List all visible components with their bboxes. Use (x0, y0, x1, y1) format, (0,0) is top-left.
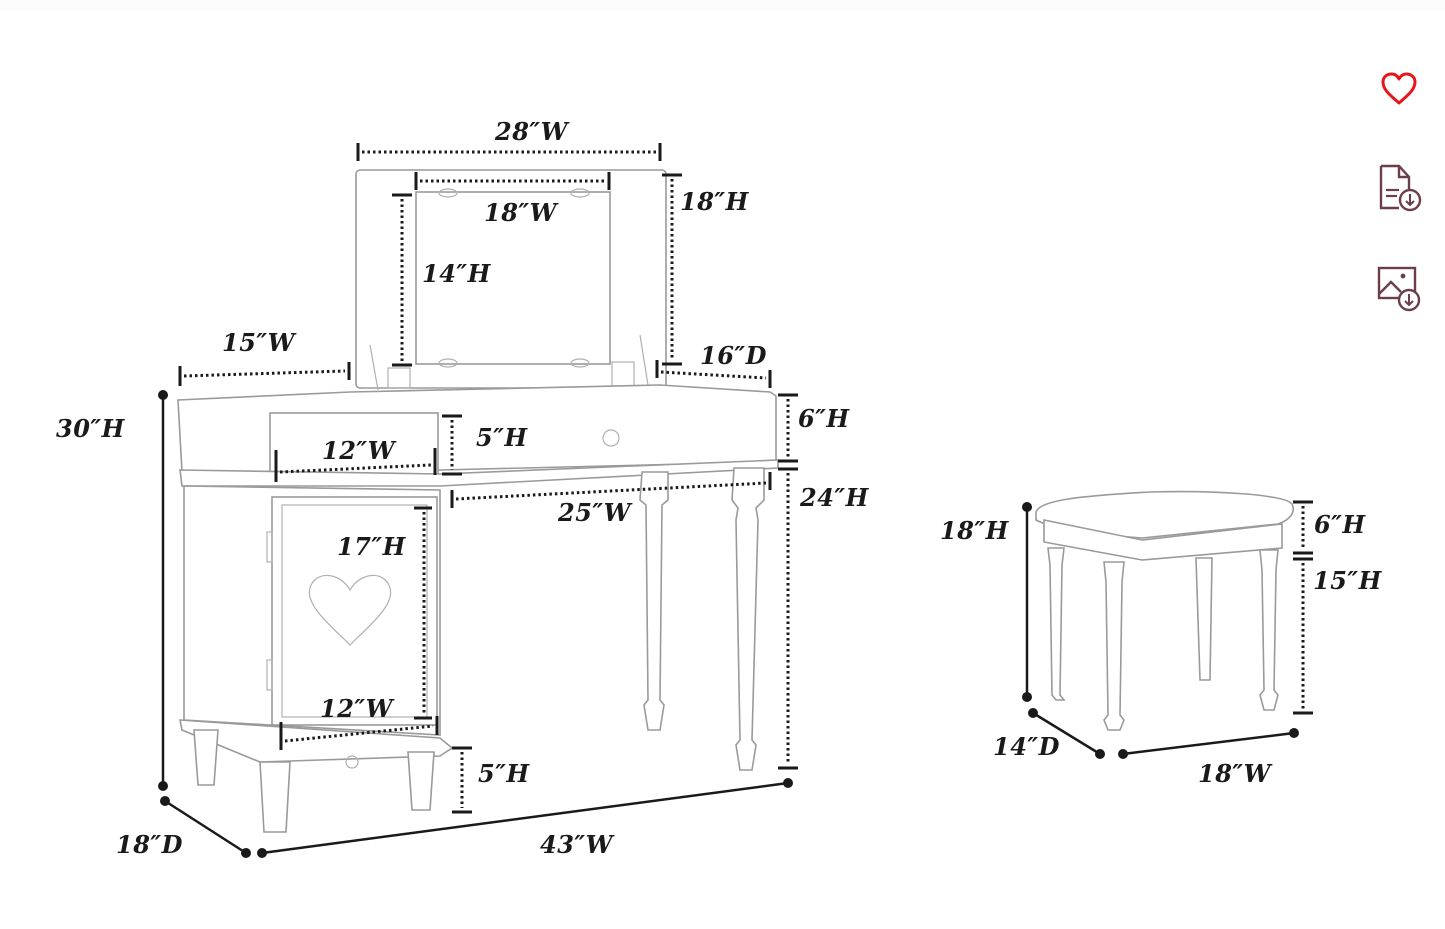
download-spec-sheet-button[interactable] (1375, 164, 1423, 212)
label-door-width: 12″W (320, 694, 394, 723)
label-mirror-frame-width: 28″W (495, 117, 569, 146)
label-top-depth: 16″D (700, 341, 767, 370)
label-mirror-width: 18″W (484, 198, 558, 227)
label-stool-leg-height: 15″H (1313, 566, 1382, 595)
label-leg-height: 24″H (800, 483, 869, 512)
download-image-button[interactable] (1375, 264, 1423, 312)
label-overall-width: 43″W (540, 830, 614, 859)
favorite-button[interactable] (1375, 65, 1423, 113)
label-foot-height: 5″H (478, 759, 530, 788)
label-drawer-height: 5″H (476, 423, 528, 452)
vanity-dimension-lines (158, 143, 798, 858)
label-stool-seat-height: 6″H (1314, 510, 1366, 539)
label-drawer-width: 12″W (322, 436, 396, 465)
document-download-icon (1379, 164, 1422, 212)
vanity-drawing (177, 169, 779, 833)
label-overall-depth: 18″D (116, 830, 183, 859)
stool-dimension-lines (1022, 500, 1313, 759)
heart-outline-icon (1381, 72, 1417, 105)
label-knee-width: 25″W (558, 498, 632, 527)
label-apron-height: 6″H (798, 404, 850, 433)
label-stool-width: 18″W (1198, 759, 1272, 788)
label-stool-height: 18″H (940, 516, 1009, 545)
label-mirror-frame-height: 18″H (680, 187, 749, 216)
label-stool-depth: 14″D (993, 732, 1060, 761)
label-door-height: 17″H (337, 532, 406, 561)
label-top-left-width: 15″W (222, 328, 296, 357)
stool-drawing (1035, 490, 1294, 731)
image-download-icon (1377, 266, 1421, 312)
label-overall-height: 30″H (56, 414, 125, 443)
label-mirror-height: 14″H (422, 259, 491, 288)
top-strip (0, 0, 1445, 10)
